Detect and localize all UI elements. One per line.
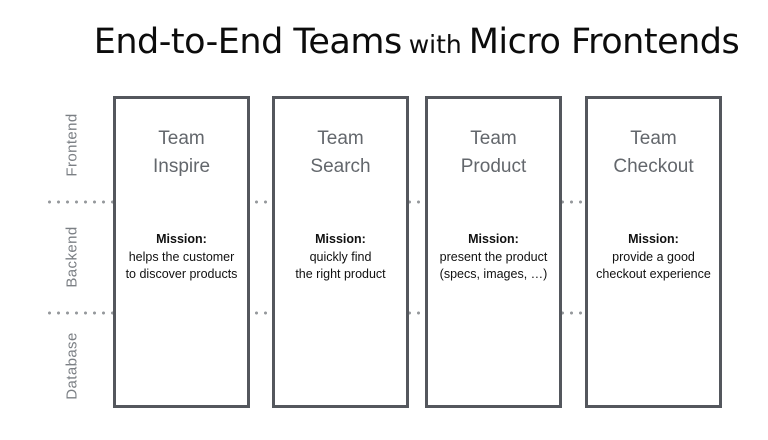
mission-label: Mission: (628, 232, 679, 246)
mission-label: Mission: (315, 232, 366, 246)
mission-line: the right product (295, 267, 386, 281)
mission-line: (specs, images, …) (439, 267, 548, 281)
title-left: End-to-End Teams (93, 22, 402, 62)
mission-label: Mission: (468, 232, 519, 246)
team-name-line1: Team (158, 128, 205, 149)
team-name: Team Search (275, 125, 406, 181)
title-right: Micro Frontends (468, 22, 740, 62)
team-name-line2: Search (310, 156, 371, 177)
mission-line: to discover products (125, 267, 238, 281)
team-mission: Mission: present the product (specs, ima… (428, 231, 559, 284)
team-name-line2: Checkout (613, 156, 694, 177)
team-box-inspire: Team Inspire Mission: helps the customer… (113, 96, 250, 408)
team-mission: Mission: quickly find the right product (275, 231, 406, 284)
team-name-line1: Team (470, 128, 517, 149)
team-name-line1: Team (630, 128, 677, 149)
mission-line: present the product (439, 249, 548, 264)
mission-label: Mission: (156, 232, 207, 246)
mission-line: helps the customer (128, 249, 235, 264)
team-name: Team Product (428, 125, 559, 181)
mission-line: checkout experience (596, 267, 711, 281)
team-name: Team Checkout (588, 125, 719, 181)
team-box-search: Team Search Mission: quickly find the ri… (272, 96, 409, 408)
layer-label-backend: Backend (63, 226, 81, 288)
team-name-line1: Team (317, 128, 364, 149)
team-name: Team Inspire (116, 125, 247, 181)
mission-line: quickly find (309, 249, 372, 264)
title-connector: with (408, 30, 462, 59)
team-name-line2: Inspire (152, 156, 211, 177)
team-mission: Mission: provide a good checkout experie… (588, 231, 719, 284)
layer-label-frontend: Frontend (63, 113, 81, 177)
mission-line: provide a good (612, 249, 695, 264)
team-name-line2: Product (460, 156, 527, 177)
team-box-product: Team Product Mission: present the produc… (425, 96, 562, 408)
layer-label-database: Database (63, 332, 81, 400)
team-box-checkout: Team Checkout Mission: provide a good ch… (585, 96, 722, 408)
team-mission: Mission: helps the customer to discover … (116, 231, 247, 284)
